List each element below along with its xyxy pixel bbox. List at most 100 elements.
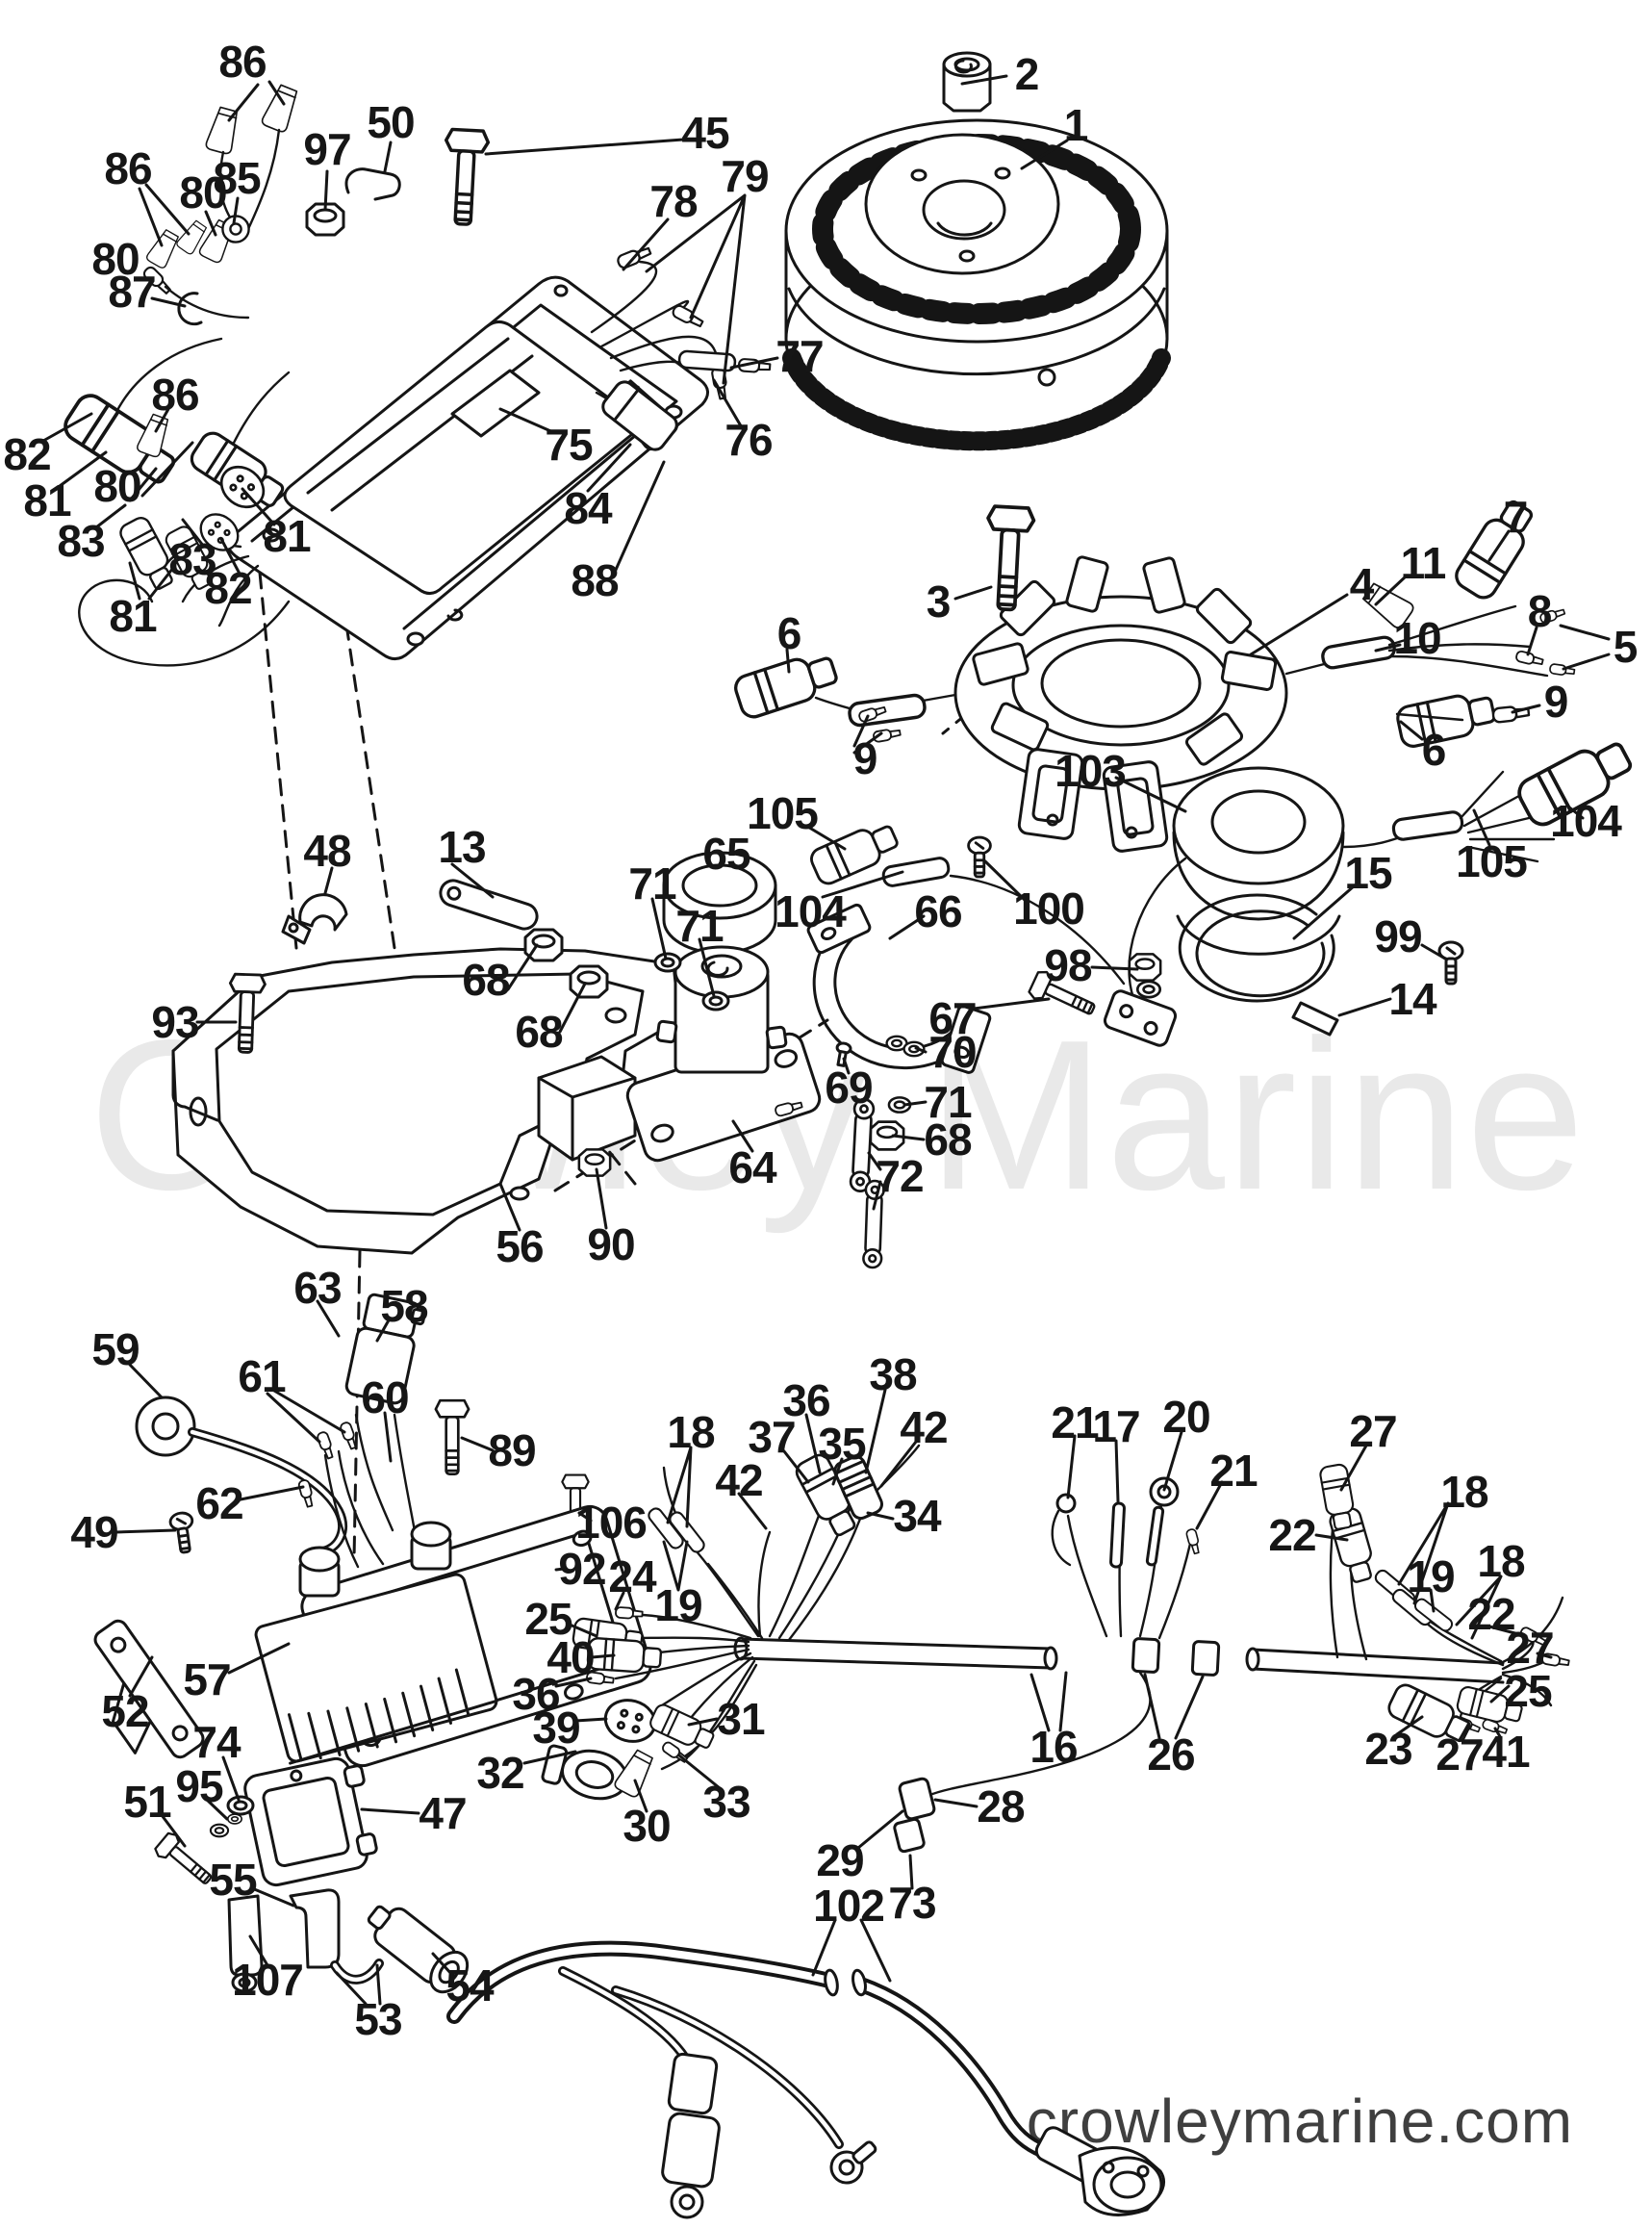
part-callout-6: 6 [776, 608, 802, 658]
part-callout-21: 21 [1209, 1446, 1258, 1496]
part-callout-100: 100 [1013, 884, 1085, 934]
part-callout-18: 18 [1477, 1536, 1525, 1586]
part-callout-57: 57 [183, 1654, 231, 1704]
part-callout-71: 71 [675, 901, 724, 951]
part-callout-40: 40 [546, 1632, 595, 1682]
part-callout-7: 7 [1503, 492, 1529, 542]
part-callout-23: 23 [1364, 1724, 1412, 1774]
part-callout-31: 31 [717, 1694, 765, 1744]
part-callout-80: 80 [91, 234, 140, 284]
part-callout-67: 67 [928, 993, 977, 1043]
part-callout-32: 32 [476, 1748, 524, 1798]
nut-90 [577, 1148, 612, 1177]
part-callout-38: 38 [869, 1349, 917, 1399]
ground-wire-59 [135, 1396, 347, 1556]
part-callout-52: 52 [101, 1686, 149, 1736]
part-callout-11: 11 [1400, 538, 1447, 588]
trigger-coil-drawing [806, 731, 1639, 1047]
part-callout-90: 90 [587, 1219, 635, 1269]
part-callout-2: 2 [1014, 49, 1040, 99]
part-callout-29: 29 [816, 1835, 864, 1885]
washer-74 [226, 1795, 255, 1816]
part-callout-77: 77 [775, 331, 824, 381]
part-callout-104: 104 [775, 886, 847, 936]
part-callout-106: 106 [575, 1498, 648, 1548]
washer-95b [227, 1813, 242, 1825]
part-callout-81: 81 [263, 511, 311, 561]
washer-95a [209, 1823, 230, 1838]
part-callout-49: 49 [70, 1507, 118, 1557]
part-callout-99: 99 [1374, 911, 1422, 961]
bracket-52-drawing [93, 1619, 205, 1759]
part-callout-66: 66 [914, 886, 962, 936]
part-callout-86: 86 [151, 370, 199, 420]
part-callout-18: 18 [1440, 1467, 1488, 1517]
part-callout-107: 107 [232, 1955, 304, 2005]
part-callout-35: 35 [818, 1419, 866, 1469]
part-callout-75: 75 [545, 420, 593, 470]
solenoid-64-drawing [625, 945, 822, 1163]
part-callout-104: 104 [1550, 796, 1622, 846]
part-callout-27: 27 [1349, 1406, 1397, 1456]
bracket-drawing [171, 947, 681, 1255]
part-callout-65: 65 [702, 829, 750, 879]
part-callout-105: 105 [747, 788, 819, 838]
part-callout-81: 81 [23, 475, 71, 525]
part-callout-102: 102 [813, 1881, 885, 1931]
part-callout-56: 56 [496, 1221, 544, 1271]
part-callout-86: 86 [104, 143, 152, 193]
part-callout-5: 5 [1613, 622, 1639, 672]
part-callout-41: 41 [1482, 1727, 1530, 1777]
part-callout-16: 16 [1029, 1722, 1078, 1772]
part-callout-103: 103 [1055, 746, 1127, 796]
part-callout-6: 6 [1421, 725, 1447, 775]
top-terminal-parts [144, 82, 491, 270]
part-callout-42: 42 [715, 1455, 763, 1505]
part-callout-4: 4 [1349, 559, 1375, 609]
part-callout-72: 72 [876, 1151, 924, 1201]
screw-49 [167, 1510, 198, 1555]
part-callout-9: 9 [852, 733, 878, 783]
part-callout-62: 62 [195, 1478, 243, 1528]
part-callout-59: 59 [91, 1324, 140, 1374]
part-callout-97: 97 [303, 124, 351, 174]
regulator-pins [296, 1413, 420, 1569]
part-callout-73: 73 [888, 1878, 936, 1928]
part-callout-39: 39 [532, 1703, 580, 1753]
part-callout-55: 55 [209, 1855, 257, 1905]
part-callout-47: 47 [419, 1788, 467, 1838]
part-callout-54: 54 [445, 1960, 494, 2010]
part-callout-83: 83 [168, 534, 216, 584]
part-callout-24: 24 [608, 1551, 656, 1601]
clamp-48-drawing [281, 893, 348, 945]
cdi-boot-84 [601, 380, 678, 451]
part-callout-88: 88 [571, 555, 619, 605]
part-callout-82: 82 [204, 563, 252, 613]
part-callout-9: 9 [1543, 677, 1569, 727]
harness-drawing [541, 1444, 1571, 1854]
part-callout-3: 3 [926, 576, 952, 627]
part-callout-27: 27 [1506, 1623, 1554, 1673]
part-callout-36: 36 [512, 1669, 560, 1719]
part-callout-82: 82 [3, 429, 51, 479]
stator-drawing [730, 494, 1576, 853]
part-callout-45: 45 [681, 108, 729, 158]
part-callout-98: 98 [1044, 940, 1092, 990]
part-callout-80: 80 [179, 167, 227, 218]
part-callout-68: 68 [462, 955, 510, 1005]
part-callout-22: 22 [1268, 1510, 1316, 1560]
part-callout-71: 71 [924, 1077, 972, 1127]
flywheel-nut-drawing [942, 51, 992, 113]
part-callout-21: 21 [1051, 1397, 1099, 1447]
part-callout-19: 19 [1407, 1551, 1455, 1601]
part-callout-25: 25 [1504, 1666, 1552, 1716]
flywheel-drawing [782, 118, 1171, 451]
site-credit-text: crowleymarine.com [1026, 2087, 1573, 2156]
cdi-wires-left-connectors [58, 264, 291, 667]
part-callout-42: 42 [900, 1402, 948, 1452]
solenoid-sleeve-65 [662, 851, 777, 955]
part-callout-69: 69 [825, 1063, 873, 1113]
part-callout-8: 8 [1527, 586, 1553, 636]
part-callout-25: 25 [524, 1594, 572, 1644]
